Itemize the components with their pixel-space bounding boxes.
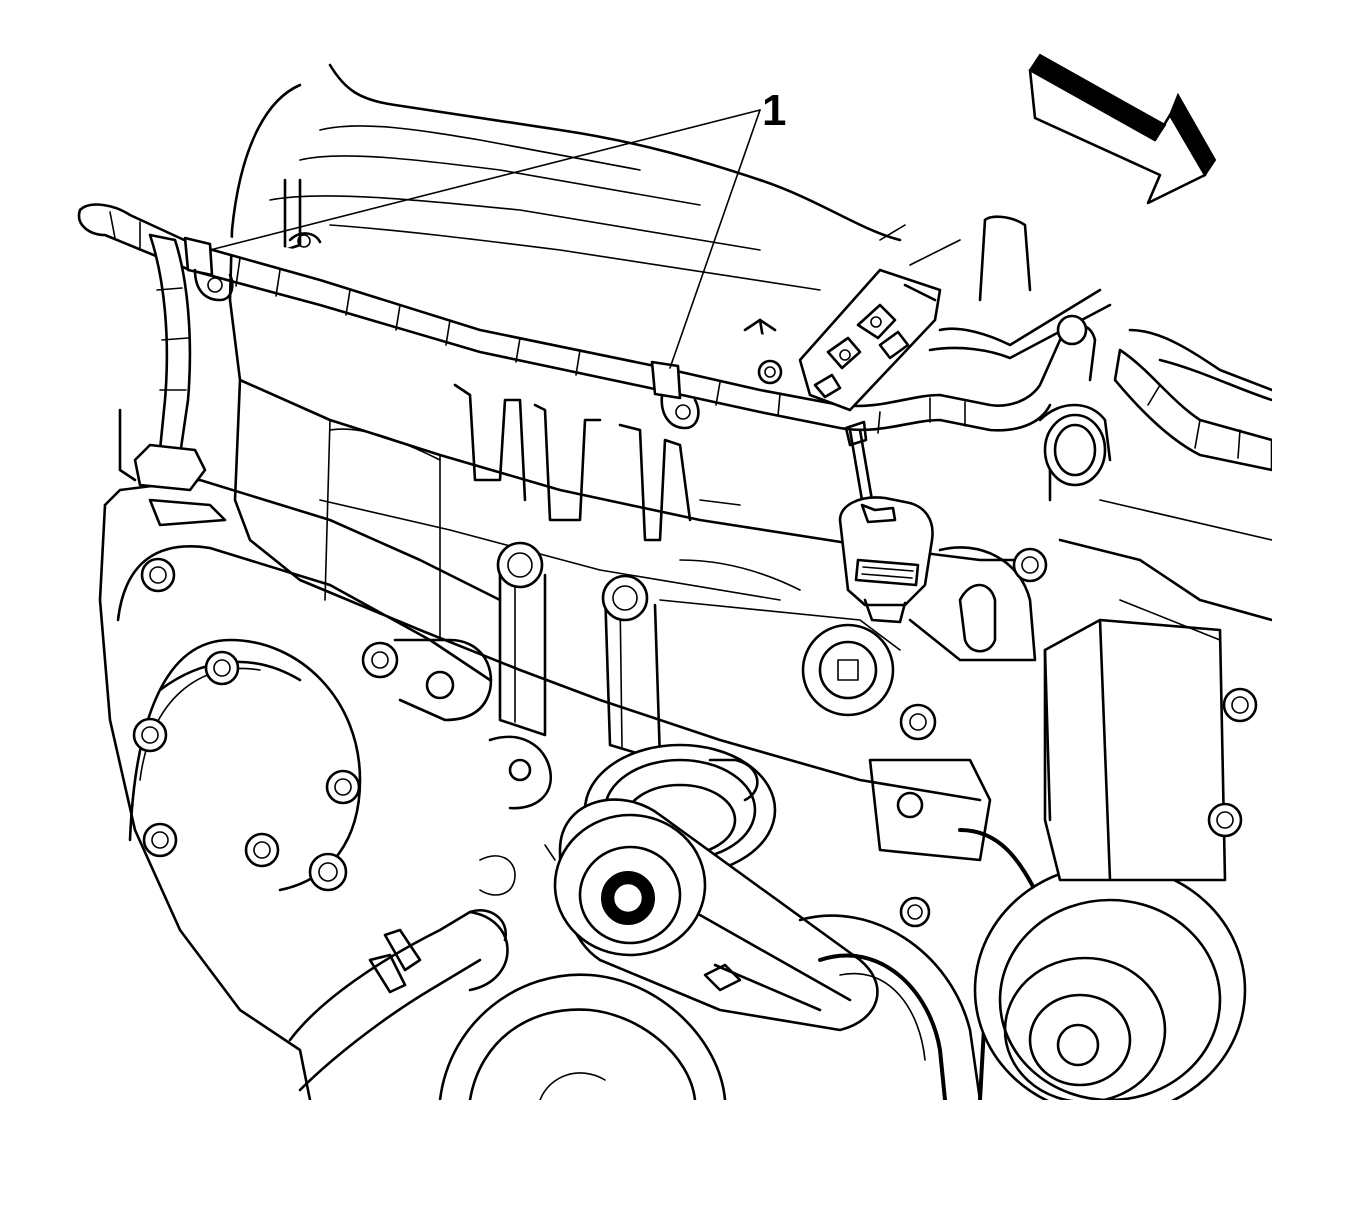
- callout-leaders: [209, 109, 761, 369]
- engine-illustration: [77, 63, 1272, 1100]
- timing-cover: [98, 478, 553, 1100]
- harness-clip-left: [183, 236, 234, 302]
- sensor-connector: [838, 420, 934, 624]
- belt-tensioner: [438, 743, 982, 1100]
- right-side-components: [801, 328, 1272, 1100]
- engine-block: [228, 298, 1042, 802]
- coolant-hose: [288, 844, 556, 1092]
- harness-bracket: [798, 224, 961, 412]
- callout-label-1: 1: [762, 86, 786, 135]
- harness-clip-right: [650, 360, 700, 430]
- direction-arrow-icon: [1028, 53, 1217, 205]
- wiring-harness: [77, 203, 1272, 527]
- intake-manifold: [228, 63, 1032, 382]
